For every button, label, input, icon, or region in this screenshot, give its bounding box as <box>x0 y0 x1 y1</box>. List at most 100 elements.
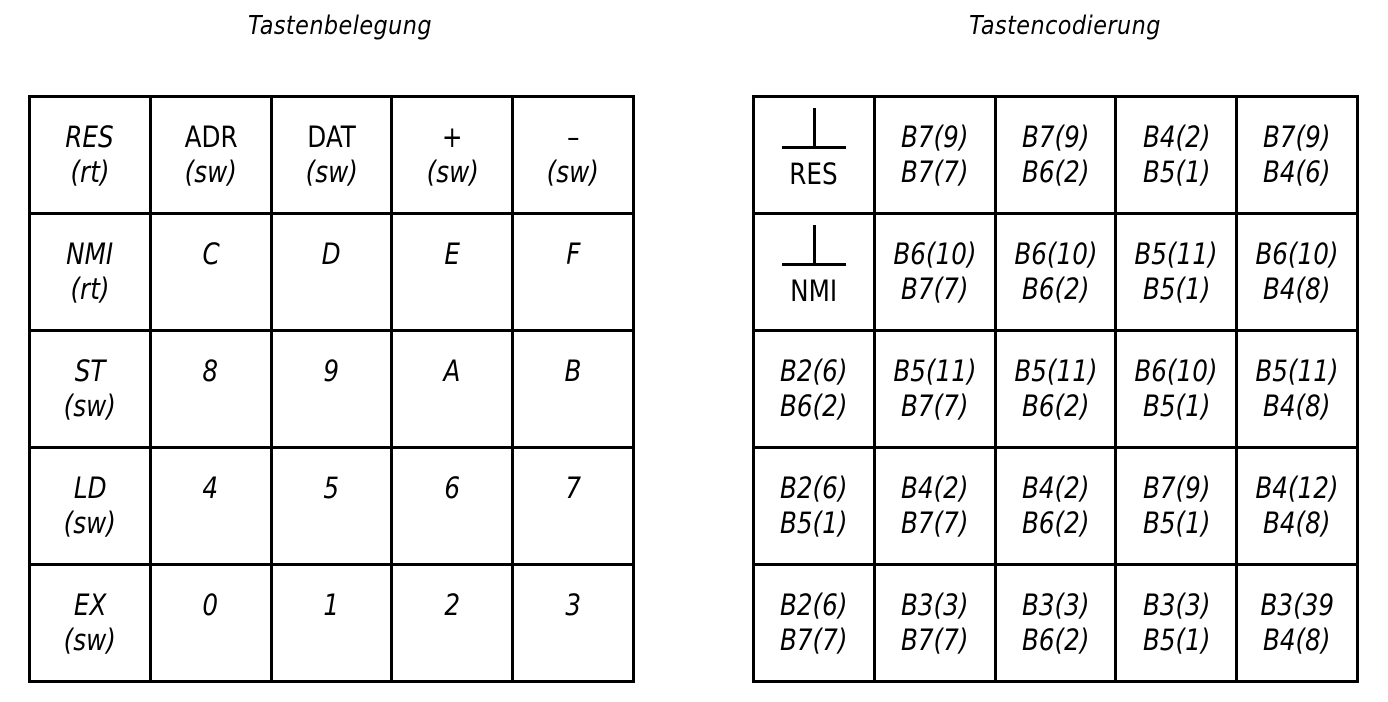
cell-text: B4(8) <box>1263 272 1331 306</box>
key-coding-cell: B5(11)B4(8) <box>1238 332 1359 449</box>
cell-text: A <box>443 354 461 388</box>
key-coding-cell: B6(10)B4(8) <box>1238 215 1359 332</box>
cell-text: B5(1) <box>780 506 848 540</box>
key-assignment-cell: A <box>393 332 515 449</box>
cell-text: + <box>441 120 463 154</box>
cell-text: RES <box>789 157 839 191</box>
cell-text: C <box>202 237 220 271</box>
key-assignment-cell: –(sw) <box>514 98 635 215</box>
cell-text: (rt) <box>70 272 110 306</box>
cell-text: F <box>566 237 581 271</box>
cell-text: EX <box>73 588 107 622</box>
cell-text: B6(10) <box>1013 237 1098 271</box>
key-assignment-cell: 2 <box>393 566 515 683</box>
cell-text: 4 <box>202 471 219 505</box>
cell-text: B4(2) <box>1142 120 1211 154</box>
key-coding-cell: B7(9)B6(2) <box>996 98 1118 215</box>
cell-text: B6(2) <box>1021 155 1090 189</box>
cell-text: B4(2) <box>1021 471 1090 505</box>
key-coding-cell: B4(2)B6(2) <box>996 449 1118 566</box>
cell-text: (sw) <box>184 155 237 189</box>
key-coding-cell: B5(11)B6(2) <box>996 332 1118 449</box>
cell-text: B5(11) <box>893 354 977 388</box>
key-coding-cell: B2(6)B6(2) <box>755 332 876 449</box>
cell-text: B5(1) <box>1142 506 1211 540</box>
cell-text: B7(7) <box>780 623 848 657</box>
cell-text: B5(11) <box>1255 354 1339 388</box>
cell-text: 5 <box>323 471 340 505</box>
cell-text: – <box>566 120 580 154</box>
key-assignment-cell: 9 <box>272 332 394 449</box>
key-assignment-cell: +(sw) <box>393 98 515 215</box>
key-assignment-cell: E <box>393 215 515 332</box>
cell-text: B6(10) <box>893 237 977 271</box>
key-assignment-cell: 0 <box>151 566 273 683</box>
key-coding-cell: B3(3)B7(7) <box>875 566 997 683</box>
cell-text: B7(7) <box>900 506 969 540</box>
left-panel-title: Tastenbelegung <box>247 11 433 41</box>
key-assignment-cell: 6 <box>393 449 515 566</box>
key-assignment-cell: F <box>514 215 635 332</box>
key-coding-cell: B3(3)B6(2) <box>996 566 1118 683</box>
cell-text: (sw) <box>546 155 600 189</box>
key-coding-cell: B4(2)B5(1) <box>1117 98 1239 215</box>
cell-text: E <box>444 237 461 271</box>
cell-text: NMI <box>66 237 114 271</box>
cell-text: B6(10) <box>1255 237 1339 271</box>
key-coding-cell: B4(2)B7(7) <box>875 449 997 566</box>
key-assignment-cell: B <box>514 332 635 449</box>
cell-text: D <box>321 237 341 271</box>
key-assignment-cell: 4 <box>151 449 273 566</box>
cell-text: B5(1) <box>1142 272 1211 306</box>
pushbutton-icon <box>781 108 846 150</box>
cell-text: B6(2) <box>1021 389 1090 423</box>
cell-text: B4(8) <box>1263 506 1331 540</box>
cell-text: (sw) <box>305 155 358 189</box>
cell-text: RES <box>65 120 115 154</box>
key-coding-cell: B7(9)B4(6) <box>1238 98 1359 215</box>
cell-text: B6(2) <box>780 389 848 423</box>
cell-text: B7(9) <box>1263 120 1331 154</box>
key-coding-cell: B4(12)B4(8) <box>1238 449 1359 566</box>
cell-text: 6 <box>444 471 461 505</box>
key-coding-cell: B5(11)B5(1) <box>1117 215 1239 332</box>
cell-text: B4(8) <box>1263 389 1331 423</box>
key-assignment-cell: D <box>272 215 394 332</box>
cell-text: B7(7) <box>900 155 969 189</box>
cell-text: 1 <box>323 588 340 622</box>
key-assignment-cell: NMI(rt) <box>31 215 152 332</box>
cell-text: 3 <box>565 588 581 622</box>
cell-text: (sw) <box>63 506 117 540</box>
cell-text: 7 <box>565 471 581 505</box>
cell-text: B6(2) <box>1021 623 1090 657</box>
key-coding-cell: B7(9)B7(7) <box>875 98 997 215</box>
cell-text: DAT <box>307 120 356 154</box>
cell-text: NMI <box>790 274 838 308</box>
cell-text: (sw) <box>426 155 479 189</box>
key-coding-cell: B6(10)B6(2) <box>996 215 1118 332</box>
key-assignment-cell: 8 <box>151 332 273 449</box>
key-coding-cell: B2(6)B5(1) <box>755 449 876 566</box>
cell-text: B4(6) <box>1263 155 1331 189</box>
key-coding-cell: B6(10)B7(7) <box>875 215 997 332</box>
key-assignment-cell: LD(sw) <box>31 449 152 566</box>
key-coding-cell: B3(3)B5(1) <box>1117 566 1239 683</box>
cell-text: B5(1) <box>1142 155 1211 189</box>
cell-text: B6(2) <box>1021 272 1090 306</box>
key-assignment-cell: ST(sw) <box>31 332 152 449</box>
key-coding-cell: B2(6)B7(7) <box>755 566 876 683</box>
cell-text: (sw) <box>63 623 117 657</box>
cell-text: 2 <box>444 588 461 622</box>
key-coding-cell: B6(10)B5(1) <box>1117 332 1239 449</box>
key-assignment-cell: C <box>151 215 273 332</box>
cell-text: B3(3) <box>1142 588 1211 622</box>
cell-text: B7(9) <box>1142 471 1211 505</box>
key-assignment-cell: 5 <box>272 449 394 566</box>
cell-text: 0 <box>202 588 219 622</box>
pushbutton-icon <box>781 225 846 267</box>
cell-text: B7(9) <box>900 120 969 154</box>
cell-text: B7(9) <box>1021 120 1090 154</box>
cell-text: B4(2) <box>900 471 969 505</box>
cell-text: B7(7) <box>900 389 969 423</box>
